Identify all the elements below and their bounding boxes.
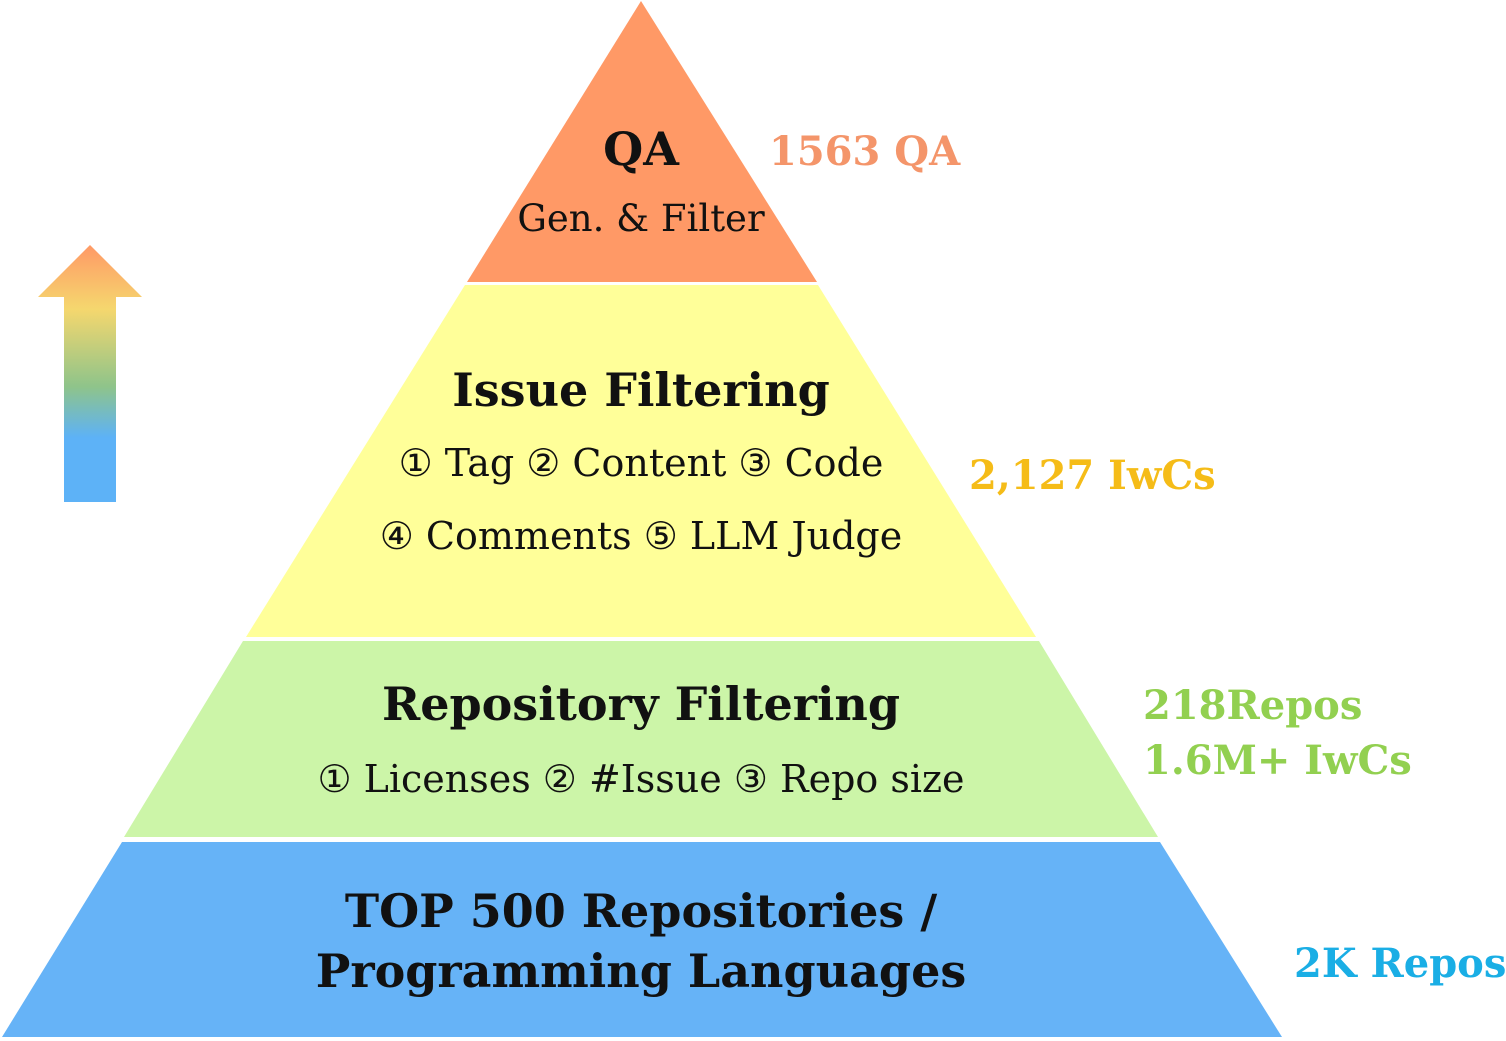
base-tier bbox=[2, 842, 1282, 1037]
repo-count-label-line1: 218Repos bbox=[1143, 682, 1363, 729]
qa-subtitle: Gen. & Filter bbox=[517, 197, 765, 240]
issue-title: Issue Filtering bbox=[452, 363, 830, 417]
qa-title: QA bbox=[603, 122, 679, 176]
qa-count-label: 1563 QA bbox=[769, 128, 961, 175]
issue-filtering-tier bbox=[246, 285, 1036, 637]
repo-count-label-line2: 1.6M+ IwCs bbox=[1143, 737, 1412, 784]
issue-criteria-line1: ① Tag ② Content ③ Code bbox=[398, 441, 884, 485]
up-arrow-icon bbox=[38, 245, 142, 502]
base-count-label: 2K Repos bbox=[1294, 940, 1506, 987]
repo-criteria: ① Licenses ② #Issue ③ Repo size bbox=[317, 757, 965, 801]
issue-criteria-line2: ④ Comments ⑤ LLM Judge bbox=[379, 514, 903, 558]
base-title-line2: Programming Languages bbox=[315, 944, 967, 998]
qa-tier bbox=[467, 1, 817, 282]
issue-count-label: 2,127 IwCs bbox=[969, 452, 1216, 499]
base-title-line1: TOP 500 Repositories / bbox=[344, 884, 938, 938]
repo-title: Repository Filtering bbox=[381, 677, 901, 731]
repository-filtering-tier bbox=[124, 641, 1158, 837]
